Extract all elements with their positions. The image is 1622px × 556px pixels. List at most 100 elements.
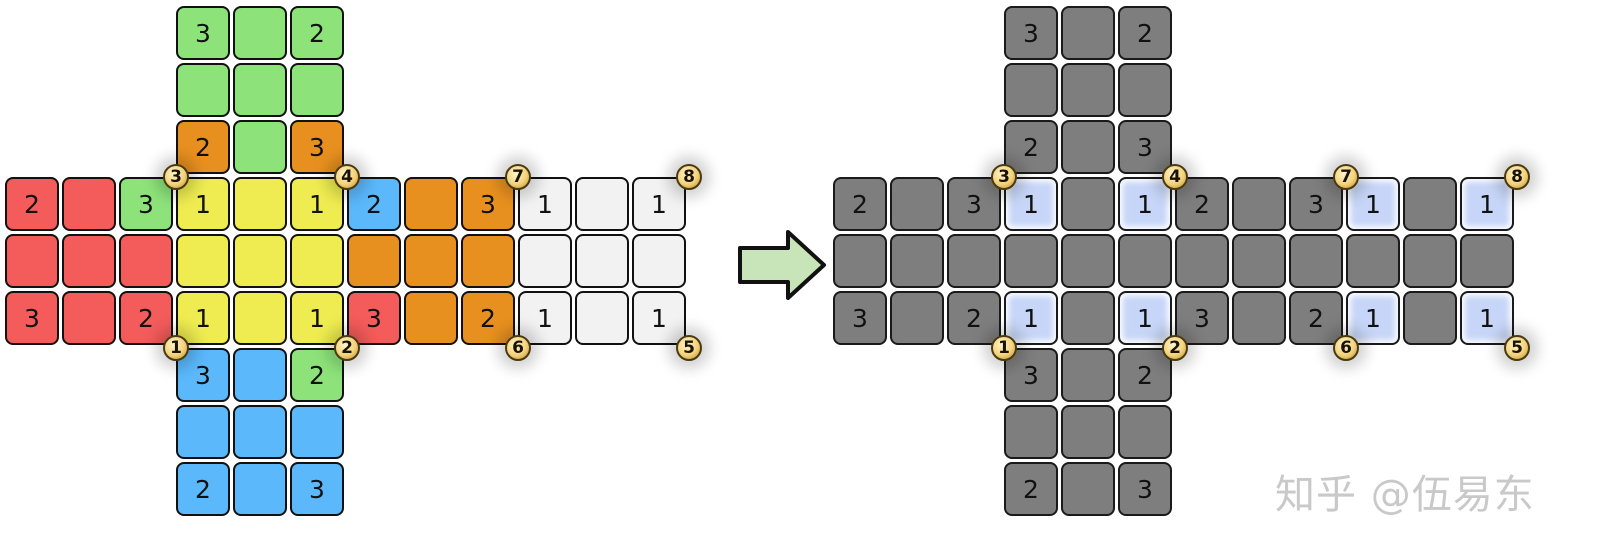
- sticker-number: 3: [1308, 189, 1324, 219]
- cube-sticker: 3: [1289, 177, 1343, 231]
- sticker-number: 3: [1023, 360, 1039, 390]
- corner-badge: 8: [676, 164, 702, 190]
- cube-sticker: [62, 177, 116, 231]
- sticker-number: 3: [480, 189, 496, 219]
- sticker-number: 1: [309, 303, 325, 333]
- corner-badge: 7: [505, 164, 531, 190]
- corner-badge: 1: [163, 335, 189, 361]
- cube-sticker: [62, 234, 116, 288]
- cube-sticker: 2: [1118, 348, 1172, 402]
- cube-sticker: 3: [1004, 6, 1058, 60]
- cube-sticker: [461, 234, 515, 288]
- cube-sticker: [890, 291, 944, 345]
- cube-sticker: 3: [947, 177, 1001, 231]
- cube-sticker: [176, 63, 230, 117]
- cube-sticker: 3: [5, 291, 59, 345]
- corner-badge: 6: [1333, 335, 1359, 361]
- cube-sticker: [890, 177, 944, 231]
- corner-badge: 4: [1162, 164, 1188, 190]
- cube-sticker: 3: [290, 120, 344, 174]
- sticker-number: 3: [1137, 132, 1153, 162]
- sticker-number: 1: [537, 189, 553, 219]
- cube-sticker: [1232, 234, 1286, 288]
- sticker-number: 1: [1479, 303, 1495, 333]
- sticker-number: 2: [1137, 18, 1153, 48]
- cube-sticker: 1: [1460, 177, 1514, 231]
- cube-sticker: [404, 177, 458, 231]
- cube-sticker: 3: [1118, 120, 1172, 174]
- cube-sticker: [1403, 177, 1457, 231]
- cube-sticker: 3: [1118, 462, 1172, 516]
- sticker-number: 3: [309, 132, 325, 162]
- cube-sticker: [1004, 405, 1058, 459]
- cube-sticker: 2: [1289, 291, 1343, 345]
- cube-sticker: 2: [290, 348, 344, 402]
- sticker-number: 2: [195, 132, 211, 162]
- cube-sticker: [233, 405, 287, 459]
- cube-sticker: [290, 63, 344, 117]
- sticker-number: 2: [24, 189, 40, 219]
- cube-sticker: [404, 291, 458, 345]
- corner-badge: 2: [334, 335, 360, 361]
- sticker-number: 2: [138, 303, 154, 333]
- sticker-number: 2: [1137, 360, 1153, 390]
- cube-sticker: [833, 234, 887, 288]
- corner-badge: 7: [1333, 164, 1359, 190]
- cube-sticker: [575, 177, 629, 231]
- sticker-number: 1: [1137, 303, 1153, 333]
- cube-sticker: [518, 234, 572, 288]
- sticker-number: 2: [309, 18, 325, 48]
- sticker-number: 2: [480, 303, 496, 333]
- sticker-number: 1: [195, 303, 211, 333]
- cube-sticker: 1: [290, 177, 344, 231]
- cube-sticker: [1460, 234, 1514, 288]
- sticker-number: 2: [1023, 132, 1039, 162]
- sticker-number: 2: [1194, 189, 1210, 219]
- cube-sticker: 2: [1004, 120, 1058, 174]
- sticker-number: 3: [1137, 474, 1153, 504]
- cube-sticker: [1061, 291, 1115, 345]
- cube-sticker: [1061, 462, 1115, 516]
- cube-sticker: [233, 63, 287, 117]
- cube-sticker: 1: [1118, 291, 1172, 345]
- sticker-number: 1: [1023, 303, 1039, 333]
- sticker-number: 3: [195, 18, 211, 48]
- cube-sticker: [1061, 405, 1115, 459]
- watermark: 知乎 @伍易东: [1275, 472, 1535, 518]
- sticker-number: 1: [1365, 303, 1381, 333]
- cube-sticker: [1004, 234, 1058, 288]
- cube-sticker: [575, 291, 629, 345]
- cube-sticker: [575, 234, 629, 288]
- sticker-number: 3: [24, 303, 40, 333]
- cube-sticker: [1175, 234, 1229, 288]
- sticker-number: 3: [1194, 303, 1210, 333]
- cube-sticker: [1061, 6, 1115, 60]
- sticker-number: 2: [195, 474, 211, 504]
- sticker-number: 3: [366, 303, 382, 333]
- cube-sticker: [1118, 405, 1172, 459]
- cube-sticker: [233, 234, 287, 288]
- cube-sticker: [1061, 120, 1115, 174]
- cube-sticker: 1: [518, 291, 572, 345]
- cube-sticker: [1232, 177, 1286, 231]
- cube-sticker: [176, 234, 230, 288]
- corner-badge: 3: [991, 164, 1017, 190]
- corner-badge: 5: [1504, 335, 1530, 361]
- sticker-number: 1: [537, 303, 553, 333]
- cube-sticker: [233, 120, 287, 174]
- cube-sticker: 3: [833, 291, 887, 345]
- corner-badge: 1: [991, 335, 1017, 361]
- cube-sticker: [632, 234, 686, 288]
- cube-sticker: 3: [119, 177, 173, 231]
- cube-sticker: [947, 234, 1001, 288]
- cube-sticker: 1: [290, 291, 344, 345]
- sticker-number: 3: [1023, 18, 1039, 48]
- sticker-number: 3: [852, 303, 868, 333]
- cube-sticker: 2: [833, 177, 887, 231]
- cube-sticker: 1: [1460, 291, 1514, 345]
- cube-sticker: [347, 234, 401, 288]
- sticker-number: 3: [966, 189, 982, 219]
- sticker-number: 1: [1023, 189, 1039, 219]
- cube-sticker: 3: [290, 462, 344, 516]
- cube-sticker: [1232, 291, 1286, 345]
